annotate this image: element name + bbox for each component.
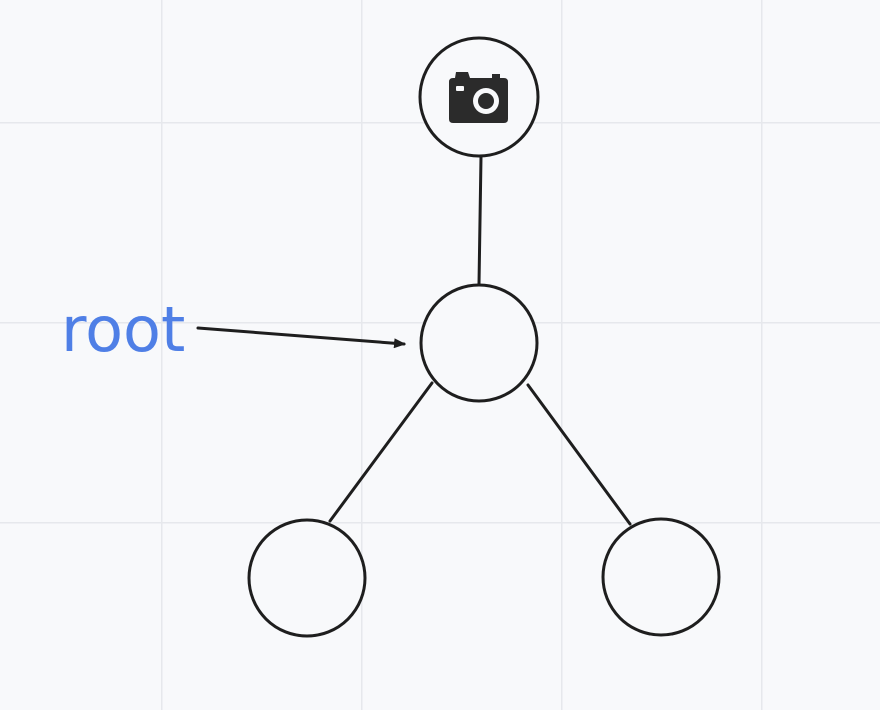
edge-parent-root: [477, 155, 483, 286]
edge-root-right-child: [526, 383, 632, 526]
pointer-arrow: [196, 326, 406, 349]
camera-icon: [449, 72, 508, 123]
root-label: root: [61, 293, 185, 366]
right-child-node[interactable]: [601, 517, 721, 637]
left-child-node[interactable]: [247, 518, 367, 638]
edge-root-left-child: [328, 381, 434, 523]
root-node[interactable]: [419, 283, 539, 403]
